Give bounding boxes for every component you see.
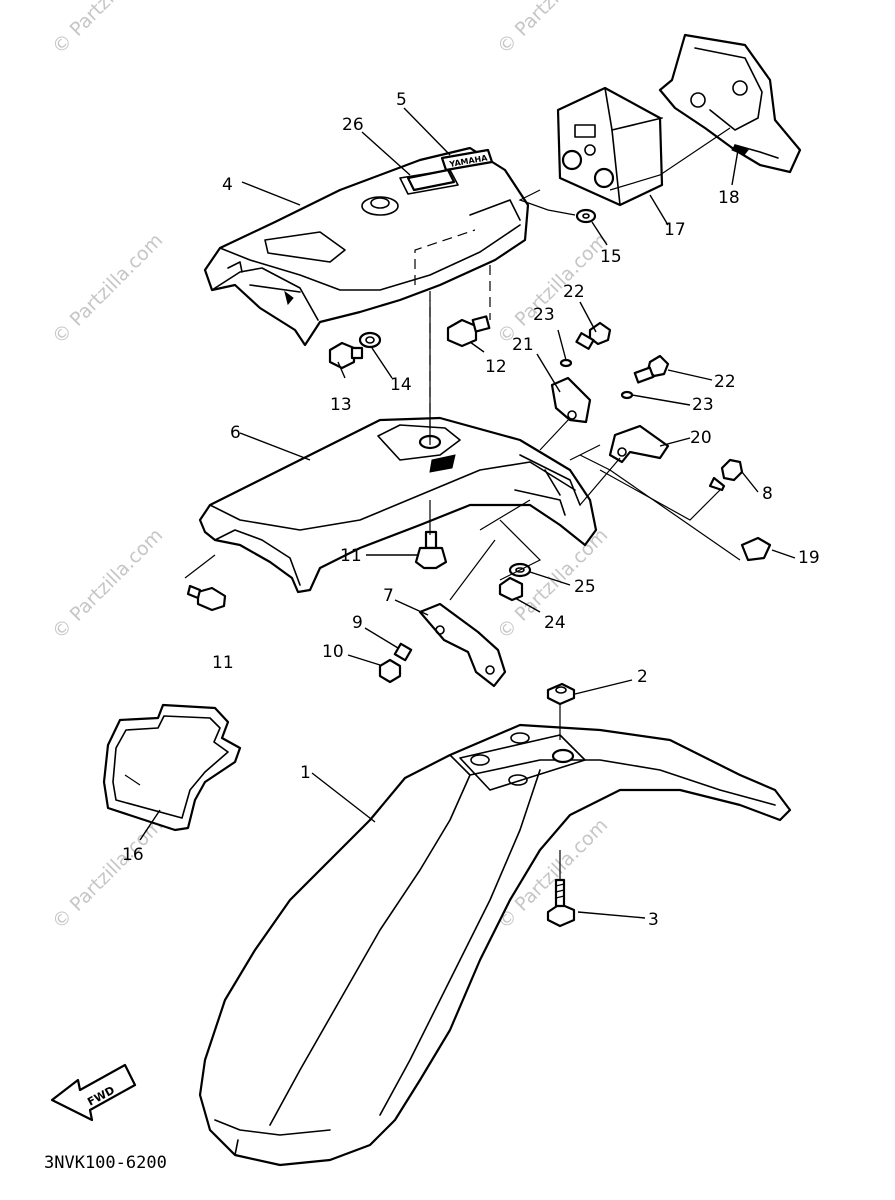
- washer-part-15[interactable]: [575, 208, 597, 224]
- plate-part-26[interactable]: [406, 168, 456, 192]
- callout-23-upper: 23: [533, 305, 555, 325]
- callout-3: 3: [648, 910, 659, 930]
- callout-23-lower: 23: [692, 395, 714, 415]
- nut-part-24[interactable]: [498, 576, 524, 602]
- callout-24: 24: [544, 613, 566, 633]
- bracket-part-21[interactable]: [550, 376, 592, 424]
- nut-part-10[interactable]: [378, 658, 402, 684]
- callout-5: 5: [396, 90, 407, 110]
- forward-arrow-icon: FWD: [50, 1063, 137, 1122]
- clip-part-19[interactable]: [740, 536, 772, 562]
- callout-4: 4: [222, 175, 233, 195]
- tail-light-part-17[interactable]: [556, 86, 664, 207]
- bolt-part-8[interactable]: [708, 458, 744, 492]
- lockwasher-part-23a[interactable]: [559, 358, 573, 368]
- callout-25: 25: [574, 577, 596, 597]
- watermark: © Partzilla.com: [493, 0, 612, 59]
- diagram-code: 3NVK100-6200: [44, 1153, 167, 1173]
- bolt-part-22b[interactable]: [633, 354, 670, 384]
- callout-12: 12: [485, 357, 507, 377]
- rear-fender-part-6[interactable]: [198, 416, 598, 594]
- bolt-part-12[interactable]: [446, 315, 491, 348]
- bolt-part-13[interactable]: [328, 341, 364, 370]
- rear-cover-part-4[interactable]: [203, 146, 530, 347]
- callout-10: 10: [322, 642, 344, 662]
- callout-22-upper: 22: [563, 282, 585, 302]
- emblem-part-5[interactable]: YAMAHA: [440, 148, 494, 172]
- assembly-lines: [184, 127, 741, 880]
- callout-21: 21: [512, 335, 534, 355]
- callout-8: 8: [762, 484, 773, 504]
- front-fender-part-1[interactable]: [198, 723, 792, 1167]
- callout-9: 9: [352, 613, 363, 633]
- callout-19: 19: [798, 548, 820, 568]
- bolt-part-22a[interactable]: [575, 321, 612, 350]
- collar-part-9[interactable]: [393, 642, 413, 662]
- callout-20: 20: [690, 428, 712, 448]
- callout-7: 7: [383, 586, 394, 606]
- bolt-part-11b[interactable]: [186, 584, 227, 612]
- callouts: 1 2 3 4 5 6 7 8 9 10 11 11 12 13 14 15 1…: [122, 90, 820, 930]
- callout-2: 2: [637, 667, 648, 687]
- bracket-part-7[interactable]: [418, 602, 507, 688]
- watermark: © Partzilla.com: [48, 0, 167, 59]
- lockwasher-part-23b[interactable]: [620, 390, 634, 400]
- callout-15: 15: [600, 247, 622, 267]
- callout-11-lower: 11: [212, 653, 234, 673]
- callout-16: 16: [122, 845, 144, 865]
- mud-guard-part-16[interactable]: [102, 703, 242, 832]
- bracket-part-20[interactable]: [608, 424, 670, 464]
- callout-13: 13: [330, 395, 352, 415]
- callout-14: 14: [390, 375, 412, 395]
- watermark: © Partzilla.com: [48, 814, 167, 933]
- license-bracket-part-18[interactable]: [658, 33, 802, 174]
- washer-part-14[interactable]: [358, 331, 382, 349]
- callout-18: 18: [718, 188, 740, 208]
- watermark: © Partzilla.com: [48, 524, 167, 643]
- callout-17: 17: [664, 220, 686, 240]
- callout-6: 6: [230, 423, 241, 443]
- callout-11-upper: 11: [340, 546, 362, 566]
- nut-part-2[interactable]: [546, 682, 576, 706]
- watermark: © Partzilla.com: [48, 229, 167, 348]
- callout-26: 26: [342, 115, 364, 135]
- callout-22-lower: 22: [714, 372, 736, 392]
- leader-lines: [139, 107, 796, 919]
- callout-1: 1: [300, 763, 311, 783]
- bolt-part-11a[interactable]: [414, 530, 448, 570]
